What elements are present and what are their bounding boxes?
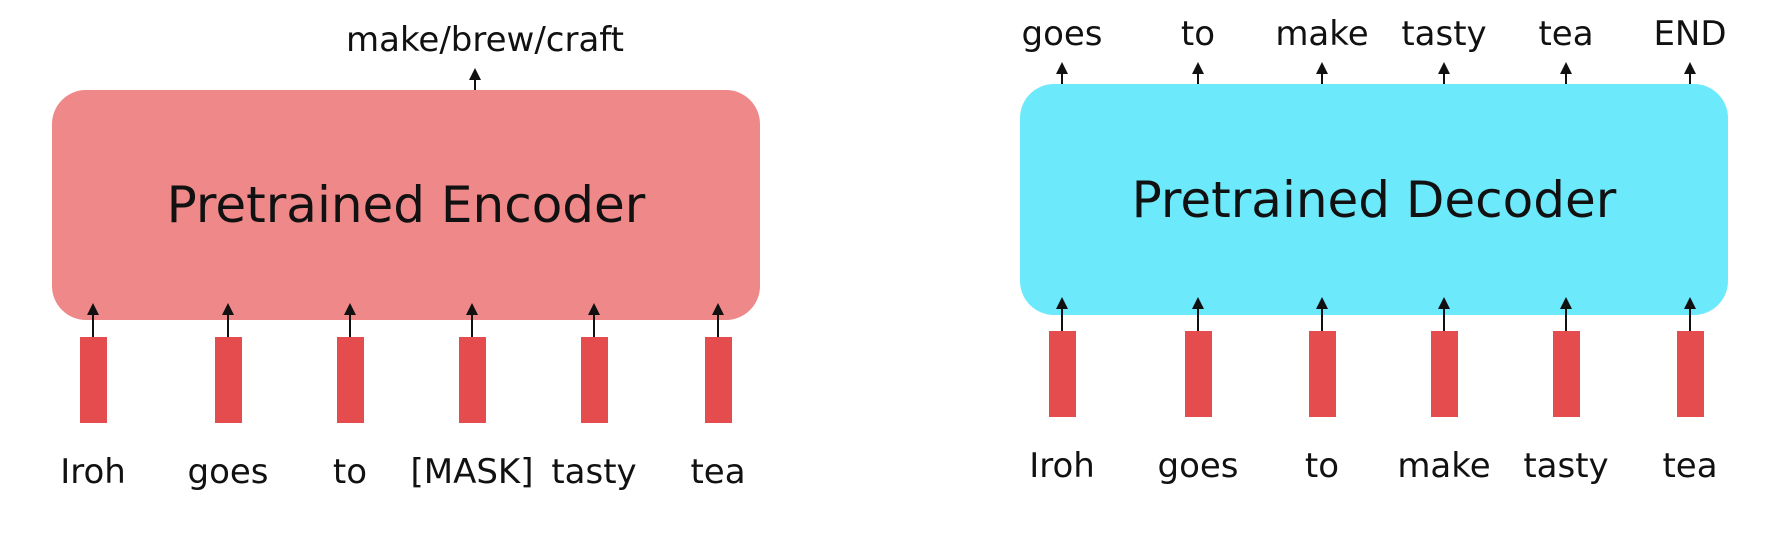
decoder-input-word: to [1304, 446, 1340, 486]
encoder-input-arrow [222, 303, 234, 337]
decoder-output-word: tasty [1401, 14, 1487, 54]
decoder-input-word: make [1397, 446, 1491, 486]
decoder-token-bar [1431, 331, 1458, 417]
encoder-token-bar [337, 337, 364, 423]
encoder-box: Pretrained Encoder [52, 90, 760, 320]
encoder-token-bar [80, 337, 107, 423]
encoder-input-word: tea [690, 452, 746, 492]
encoder-input-word: Iroh [60, 452, 126, 492]
decoder-output-word: goes [1021, 14, 1103, 54]
decoder-input-arrow [1056, 297, 1068, 331]
encoder-token-bar [459, 337, 486, 423]
decoder-token-bar [1677, 331, 1704, 417]
encoder-panel: make/brew/craft Pretrained Encoder Iroh g… [0, 0, 880, 540]
encoder-input-arrow [712, 303, 724, 337]
encoder-input-arrow [588, 303, 600, 337]
decoder-output-word: END [1653, 14, 1727, 54]
decoder-panel: goes to make tasty tea END Pretrained Decoder… [880, 0, 1774, 540]
decoder-title: Pretrained Decoder [1131, 170, 1617, 229]
decoder-input-arrow [1316, 297, 1328, 331]
encoder-input-word: goes [187, 452, 269, 492]
encoder-input-arrow [87, 303, 99, 337]
decoder-token-bar [1309, 331, 1336, 417]
decoder-token-bar [1049, 331, 1076, 417]
decoder-output-word: tea [1538, 14, 1594, 54]
decoder-input-arrow [1560, 297, 1572, 331]
encoder-token-bar [705, 337, 732, 423]
decoder-token-bar [1553, 331, 1580, 417]
decoder-input-word: goes [1157, 446, 1239, 486]
encoder-input-word: [MASK] [410, 452, 534, 492]
encoder-input-word: to [332, 452, 368, 492]
decoder-output-word: make [1275, 14, 1369, 54]
encoder-token-bar [215, 337, 242, 423]
encoder-input-arrow [344, 303, 356, 337]
encoder-input-arrow [466, 303, 478, 337]
encoder-token-bar [581, 337, 608, 423]
decoder-input-word: Iroh [1029, 446, 1095, 486]
decoder-token-bar [1185, 331, 1212, 417]
decoder-input-word: tea [1662, 446, 1718, 486]
encoder-input-word: tasty [551, 452, 637, 492]
decoder-input-arrow [1438, 297, 1450, 331]
decoder-box: Pretrained Decoder [1020, 84, 1728, 315]
decoder-input-word: tasty [1523, 446, 1609, 486]
decoder-input-arrow [1192, 297, 1204, 331]
decoder-input-arrow [1684, 297, 1696, 331]
encoder-prediction-label: make/brew/craft [345, 20, 624, 60]
encoder-title: Pretrained Encoder [166, 176, 646, 234]
decoder-output-word: to [1180, 14, 1216, 54]
